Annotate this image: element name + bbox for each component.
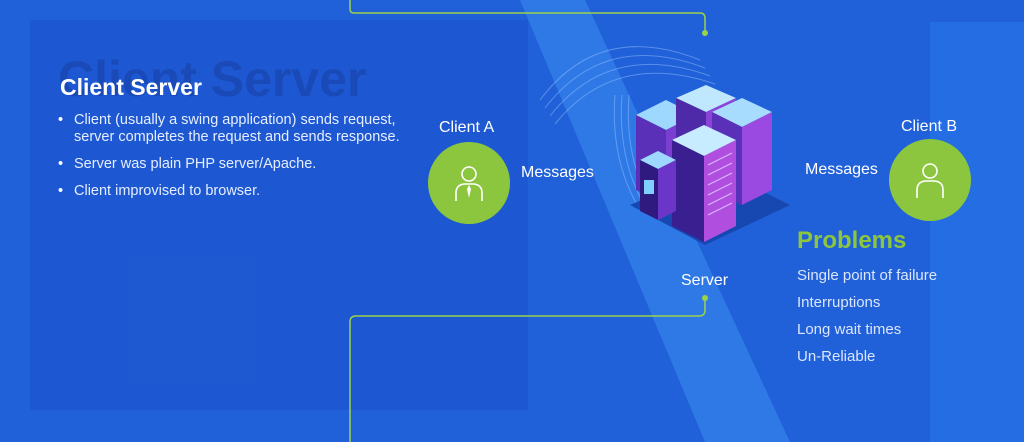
client-b-label: Client B: [901, 118, 958, 135]
server-label: Server: [681, 272, 729, 289]
user-icon: [916, 163, 944, 198]
bullet-item: Client improvised to browser.: [58, 183, 428, 200]
problems-title: Problems: [797, 227, 907, 254]
diagonal-light-band: [520, 0, 790, 442]
problems-list: Single point of failure Interruptions Lo…: [797, 262, 937, 370]
connector-top-dot: [702, 30, 708, 36]
client-a-node: [428, 142, 510, 224]
problem-item: Single point of failure: [797, 267, 938, 284]
ghost-title: Client Server: [58, 51, 367, 107]
messages-left-label: Messages: [521, 164, 594, 181]
messages-right-label: Messages: [805, 161, 878, 178]
server-rack-5: [640, 151, 676, 220]
problem-item: Un-Reliable: [797, 348, 876, 365]
bullet-item: Client (usually a swing application) sen…: [58, 112, 428, 146]
bullet-item: Server was plain PHP server/Apache.: [58, 156, 428, 173]
user-tie-icon: [455, 166, 483, 201]
problem-item: Interruptions: [797, 294, 881, 311]
server-illustration: [630, 85, 790, 245]
bg-panel-right: [930, 22, 1024, 442]
bullet-list: Client (usually a swing application) sen…: [58, 112, 428, 210]
problem-item: Long wait times: [797, 321, 902, 338]
connector-bottom-dot: [702, 295, 708, 301]
client-a-label: Client A: [439, 119, 495, 136]
connector-bottom: [349, 300, 706, 442]
client-b-node: [889, 139, 971, 221]
server-rack-4: [672, 125, 736, 242]
connector-top: [349, 0, 706, 32]
page-title: Client Server: [60, 74, 202, 100]
